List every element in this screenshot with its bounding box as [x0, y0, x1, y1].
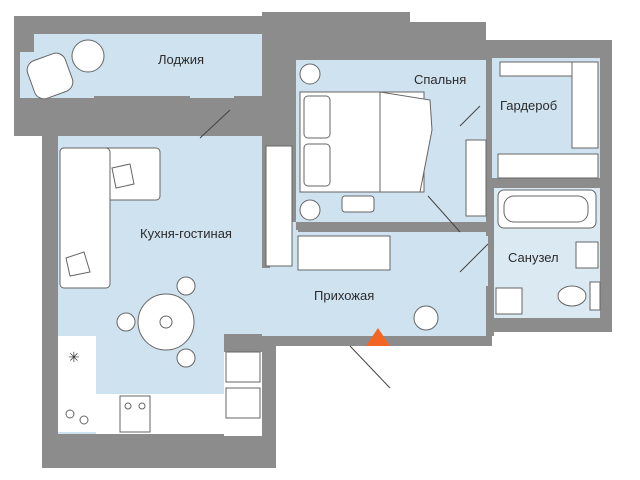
furniture: ✳ [26, 39, 601, 433]
sink-icon [575, 241, 599, 269]
hallway-rack [297, 235, 391, 271]
bed-icon [299, 63, 433, 221]
kitchen-cabinet [225, 387, 261, 419]
room-label-bathroom: Санузел [508, 250, 559, 265]
sofa-icon [59, 147, 161, 289]
dining-table-icon [116, 276, 196, 368]
wardrobe-icon [265, 61, 599, 267]
room-label-wardrobe: Гардероб [500, 98, 557, 113]
bathtub-icon [497, 189, 597, 229]
room-label-kitchen-living: Кухня-гостиная [140, 226, 232, 241]
room-label-loggia: Лоджия [158, 52, 204, 67]
kitchen-sink-icon [225, 351, 261, 383]
armchair-icon [26, 39, 105, 100]
room-label-hallway: Прихожая [314, 288, 374, 303]
kitchen-item-icon [65, 409, 75, 419]
hallway-lamp-icon [413, 305, 439, 331]
entrance-arrow-icon [366, 328, 390, 346]
toilet-icon [557, 281, 601, 311]
washer-box [495, 287, 523, 315]
stove-icon [119, 395, 151, 433]
kitchen-item-icon [79, 415, 89, 425]
door-lines [199, 105, 489, 389]
fridge-mark-icon: ✳ [68, 349, 80, 365]
room-label-bedroom: Спальня [414, 72, 466, 87]
